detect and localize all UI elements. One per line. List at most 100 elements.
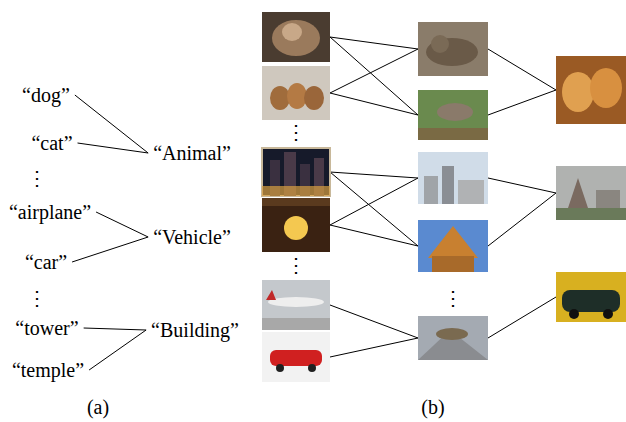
photo-subject xyxy=(428,226,478,258)
image-link xyxy=(488,90,556,115)
word-node: “dog” xyxy=(21,84,71,107)
photo-subject xyxy=(437,103,473,121)
image-link xyxy=(330,172,418,178)
photo xyxy=(262,280,330,330)
word-node: “Vehicle” xyxy=(152,226,232,249)
photo-subject xyxy=(262,318,330,330)
photo xyxy=(262,148,330,196)
image-link xyxy=(488,49,556,90)
label-text: (a) xyxy=(87,396,109,419)
node-text: “Building” xyxy=(151,319,239,342)
photo-subject xyxy=(431,35,449,53)
hierarchy-link xyxy=(89,330,146,370)
image-link xyxy=(488,178,556,193)
word-node: “airplane” xyxy=(8,201,92,224)
image-link xyxy=(330,305,418,338)
image-link xyxy=(330,225,418,246)
photo-subject xyxy=(562,290,620,312)
photo-subject xyxy=(262,198,330,206)
label-text: ⋮ xyxy=(443,287,463,310)
photo xyxy=(556,272,626,322)
ellipsis-mark: ⋮ xyxy=(285,121,307,144)
photo-subject xyxy=(304,86,324,110)
photo xyxy=(418,316,488,360)
photo xyxy=(262,12,330,62)
photo xyxy=(262,332,330,382)
photo-ground xyxy=(262,280,330,330)
node-text: “tower” xyxy=(15,317,78,340)
word-node: “cat” xyxy=(30,132,73,155)
image-link xyxy=(330,37,418,115)
photo-subject xyxy=(287,83,307,109)
photo xyxy=(418,22,488,76)
photo-ground xyxy=(418,152,488,204)
node-text: “temple” xyxy=(12,359,84,382)
photo-subject xyxy=(268,297,324,307)
photo-ground xyxy=(262,148,330,196)
photo-ground xyxy=(262,12,330,62)
node-text: “car” xyxy=(25,251,67,274)
photo-subject xyxy=(458,180,484,204)
photo-subject xyxy=(562,72,594,112)
photo xyxy=(556,56,626,124)
label-text: ⋮ xyxy=(286,254,306,277)
label-text: ⋮ xyxy=(27,287,47,310)
photo-subject xyxy=(432,256,474,272)
photo xyxy=(418,152,488,204)
node-text: “dog” xyxy=(22,84,70,107)
photo-subject xyxy=(270,86,290,110)
photo-ground xyxy=(262,198,330,252)
photo xyxy=(556,166,626,220)
hierarchy-link xyxy=(78,143,149,153)
photo-subject xyxy=(418,128,488,140)
photo-subject xyxy=(308,364,316,372)
photo-subject xyxy=(266,290,276,300)
hierarchy-link xyxy=(96,212,148,237)
photo-subject xyxy=(262,186,330,196)
ellipsis-mark: ⋮ xyxy=(26,287,48,310)
image-link xyxy=(488,193,556,246)
hierarchy-link xyxy=(75,95,148,153)
label-text: ⋮ xyxy=(286,121,306,144)
node-text: “Animal” xyxy=(153,142,231,165)
image-link xyxy=(488,297,556,338)
image-link xyxy=(330,178,418,225)
word-node: “tower” xyxy=(14,317,79,340)
ellipsis-mark: ⋮ xyxy=(26,167,48,190)
photo-subject xyxy=(436,328,468,340)
word-node: “temple” xyxy=(11,359,85,382)
photo-subject xyxy=(603,309,613,319)
photo-ground xyxy=(418,316,488,360)
image-link xyxy=(330,49,418,93)
image-link xyxy=(330,172,418,246)
photo-subject xyxy=(424,176,438,204)
photo xyxy=(262,66,330,120)
photo-ground xyxy=(556,56,626,124)
photo-subject xyxy=(272,20,320,56)
image-link xyxy=(330,93,418,115)
photo xyxy=(418,90,488,140)
word-node: “car” xyxy=(24,251,68,274)
photo-ground xyxy=(418,220,488,272)
label-text: (b) xyxy=(421,396,444,419)
panel-label: (b) xyxy=(420,396,445,419)
photo-subject xyxy=(590,68,622,108)
photo-ground xyxy=(556,272,626,322)
photo xyxy=(262,198,330,252)
word-node: “Animal” xyxy=(152,142,232,165)
photo-ground xyxy=(556,166,626,220)
node-text: “airplane” xyxy=(9,201,91,224)
hierarchy-link xyxy=(84,328,146,330)
photo-subject xyxy=(284,216,308,240)
photo-subject xyxy=(556,208,626,220)
photo-subject xyxy=(270,350,322,366)
photo xyxy=(418,220,488,272)
photo-ground xyxy=(418,22,488,76)
image-link xyxy=(330,37,418,49)
photo-subject xyxy=(442,166,454,204)
node-text: “Vehicle” xyxy=(153,226,231,249)
hierarchy-link xyxy=(72,237,148,262)
photo-subject xyxy=(276,364,284,372)
